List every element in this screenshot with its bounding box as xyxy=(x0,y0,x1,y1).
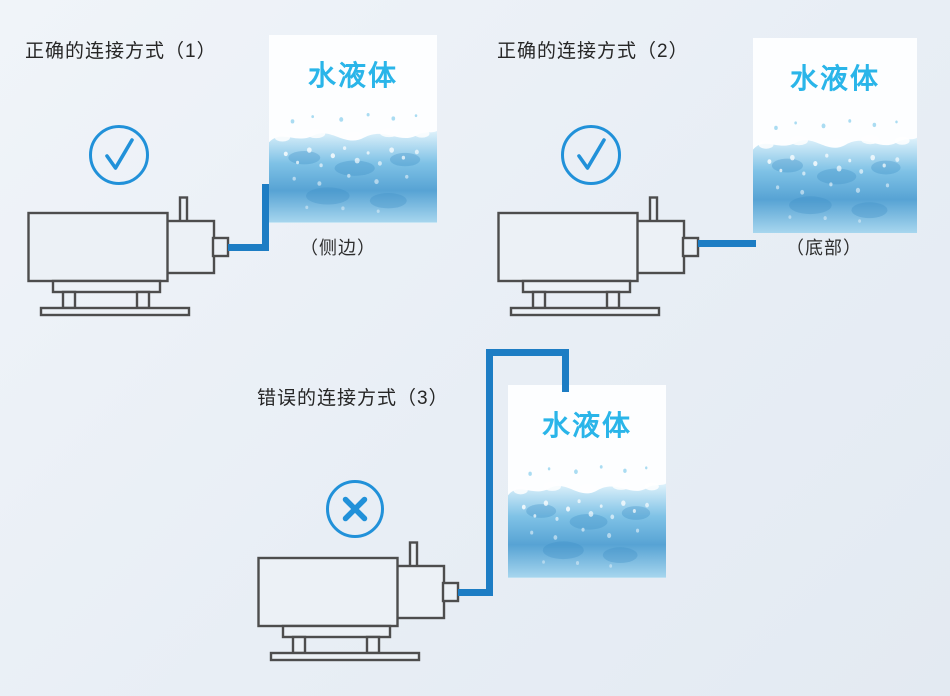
tank-1-label: 水液体 xyxy=(307,60,398,91)
tank-2-label: 水液体 xyxy=(789,63,880,94)
section-1-title: 正确的连接方式（1） xyxy=(25,41,217,62)
section-1-caption: （侧边） xyxy=(300,238,376,258)
water-image-2 xyxy=(753,114,917,233)
pump-illustration-2 xyxy=(497,196,702,318)
cross-circle-icon xyxy=(325,479,385,539)
section-2-caption: （底部） xyxy=(786,238,862,258)
water-image-1 xyxy=(269,108,437,223)
water-tank-2: 水液体 xyxy=(753,38,917,233)
pipe-vertical-3a xyxy=(486,349,493,596)
water-tank-3: 水液体 xyxy=(508,385,666,578)
pump-illustration-1 xyxy=(27,196,232,318)
pipe-horizontal-1 xyxy=(228,244,268,251)
section-2-title: 正确的连接方式（2） xyxy=(497,41,689,62)
check-circle-icon xyxy=(88,124,150,186)
tank-3-label: 水液体 xyxy=(541,410,632,441)
water-tank-1: 水液体 xyxy=(269,35,437,223)
pipe-vertical-1 xyxy=(262,184,269,251)
pipe-horizontal-3b xyxy=(486,349,569,356)
section-3-title: 错误的连接方式（3） xyxy=(257,388,449,409)
water-image-3 xyxy=(508,460,666,578)
pump-illustration-3 xyxy=(257,541,462,663)
pipe-vertical-3b xyxy=(562,349,569,392)
pipe-horizontal-2 xyxy=(698,240,756,247)
check-circle-icon xyxy=(560,124,622,186)
pipe-horizontal-3a xyxy=(458,589,493,596)
